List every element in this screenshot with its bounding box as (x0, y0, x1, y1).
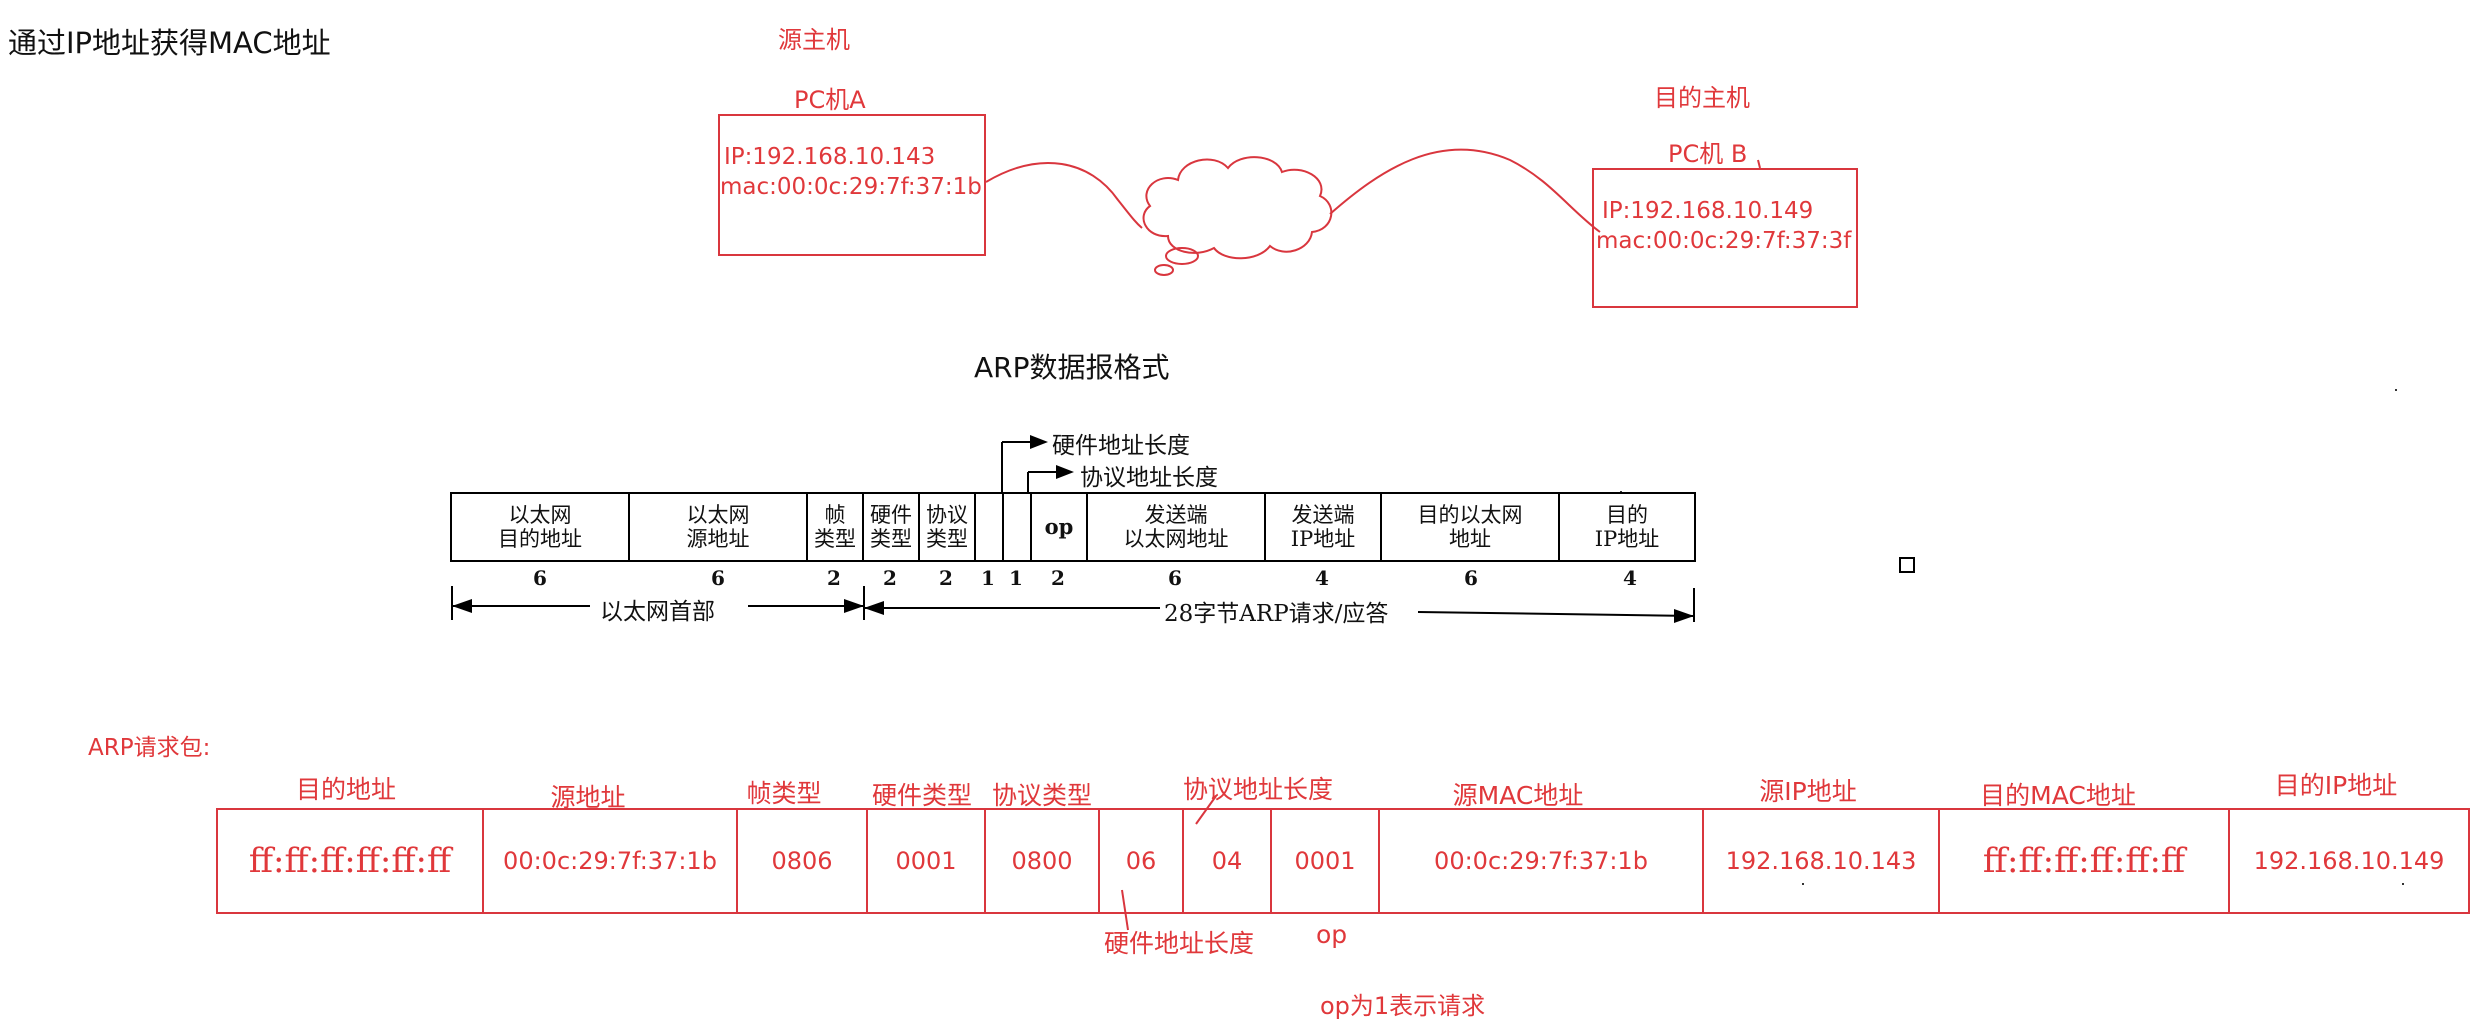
packet-cell-op: 0001 (1272, 810, 1380, 912)
link-a-to-cloud (985, 162, 1143, 229)
format-field-length: 2 (827, 566, 841, 590)
packet-cell-sender-mac: 00:0c:29:7f:37:1b (1380, 810, 1704, 912)
host-b-mac: mac:00:0c:29:7f:37:3f (1596, 228, 1852, 254)
cloud-icon (1142, 156, 1333, 260)
format-field: 发送端 以太网地址 (1088, 494, 1266, 560)
arp-span-label: 28字节ARP请求/应答 (1164, 601, 1389, 627)
format-field-length: 4 (1315, 566, 1329, 590)
packet-header-src-ip: 源IP地址 (1759, 777, 1857, 806)
page-title: 通过IP地址获得MAC地址 (8, 26, 331, 60)
format-field-length: 2 (1051, 566, 1065, 590)
packet-op-label: op (1316, 920, 1348, 949)
format-field: 帧 类型 (808, 494, 864, 560)
packet-header-proto-type: 协议类型 (991, 781, 1093, 810)
format-field-length: 6 (533, 566, 547, 590)
format-field (976, 494, 1004, 560)
packet-cell-src-mac: 00:0c:29:7f:37:1b (484, 810, 738, 912)
format-field: 目的 IP地址 (1594, 503, 1660, 551)
format-field (1004, 494, 1032, 560)
format-field: 以太网 源地址 (630, 494, 808, 560)
format-field-length: 2 (883, 566, 897, 590)
packet-cell-dst-mac: ff:ff:ff:ff:ff:ff (218, 810, 484, 912)
packet-caption: ARP请求包: (88, 735, 211, 761)
packet-op-note: op为1表示请求 (1320, 992, 1486, 1020)
format-field: 协议 类型 (920, 494, 976, 560)
format-field-length: 4 (1623, 566, 1637, 590)
format-field-length: 6 (711, 566, 725, 590)
dest-host-caption: 目的主机 (1654, 84, 1750, 112)
packet-header-src: 源地址 (550, 783, 626, 812)
packet-cell-frame-type: 0806 (738, 810, 868, 912)
format-field-length: 2 (939, 566, 953, 590)
packet-header-src-mac: 源MAC地址 (1452, 781, 1584, 810)
packet-cell-hw-len: 06 (1100, 810, 1184, 912)
link-cloud-to-b (1329, 148, 1601, 233)
packet-cell-target-ip: 192.168.10.149 (2253, 847, 2445, 875)
packet-cell-proto-type: 0800 (986, 810, 1100, 912)
arp-format-table: 以太网 目的地址 以太网 源地址 帧 类型 硬件 类型 协议 类型 op 发送端… (450, 492, 1696, 562)
packet-cell-sender-ip: 192.168.10.143 (1704, 810, 1940, 912)
format-field-length: 6 (1464, 566, 1478, 590)
host-a-mac: mac:00:0c:29:7f:37:1b (720, 174, 982, 200)
host-b-ip: IP:192.168.10.149 (1602, 198, 1814, 224)
format-field-length: 1 (1009, 566, 1023, 590)
format-field: 以太网 目的地址 (452, 494, 630, 560)
packet-cell-proto-len: 04 (1184, 810, 1272, 912)
packet-header-dst-mac: 目的MAC地址 (1980, 781, 2136, 810)
packet-header-proto-len: 协议地址长度 (1182, 775, 1334, 804)
packet-cell-target-mac: ff:ff:ff:ff:ff:ff (1940, 810, 2230, 912)
hw-len-note: 硬件地址长度 (1052, 433, 1190, 459)
packet-cell-hw-type: 0001 (868, 810, 986, 912)
cloud-puff-2 (1154, 264, 1174, 276)
format-field: op (1032, 494, 1088, 560)
format-field: 硬件 类型 (864, 494, 920, 560)
packet-header-dst: 目的地址 (295, 775, 397, 804)
host-a-box: IP:192.168.10.143 mac:00:0c:29:7f:37:1b (718, 114, 986, 256)
format-field: 目的以太网 地址 (1382, 494, 1560, 560)
source-host-caption: 源主机 (778, 26, 850, 54)
host-a-name: PC机A (794, 86, 866, 114)
proto-len-note: 协议地址长度 (1080, 465, 1218, 491)
packet-hw-len-label: 硬件地址长度 (1104, 929, 1255, 958)
host-a-ip: IP:192.168.10.143 (724, 144, 936, 170)
cloud-puff-1 (1165, 247, 1199, 265)
arp-request-packet: ff:ff:ff:ff:ff:ff 00:0c:29:7f:37:1b 0806… (216, 808, 2470, 914)
packet-header-frame-type: 帧类型 (746, 779, 822, 808)
format-heading: ARP数据报格式 (974, 351, 1170, 384)
format-field-length: 6 (1168, 566, 1182, 590)
format-field-length: 1 (981, 566, 995, 590)
host-b-box: IP:192.168.10.149 mac:00:0c:29:7f:37:3f (1592, 168, 1858, 308)
host-b-tick (1757, 159, 1761, 169)
host-b-name: PC机 B (1668, 140, 1748, 168)
packet-header-hw-type: 硬件类型 (871, 781, 973, 810)
eth-header-span-label: 以太网首部 (600, 599, 715, 625)
packet-header-dst-ip: 目的IP地址 (2274, 771, 2398, 800)
format-field: 发送端 IP地址 (1266, 494, 1382, 560)
